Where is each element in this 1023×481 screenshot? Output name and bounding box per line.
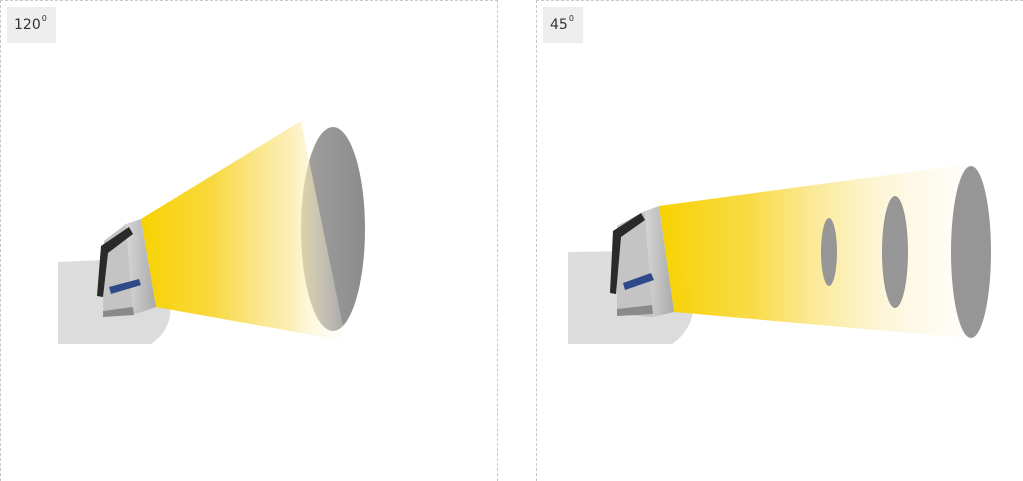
beam-angle-value: 120 bbox=[14, 17, 41, 33]
fixture-bracket bbox=[610, 213, 645, 294]
fixture-body bbox=[617, 211, 653, 317]
fixture-logo bbox=[623, 273, 654, 290]
degree-symbol: 0 bbox=[41, 14, 47, 23]
fixture-base bbox=[103, 307, 134, 317]
beam-angle-value: 45 bbox=[550, 17, 568, 33]
fixture-logo bbox=[109, 279, 141, 294]
target-surface-mid bbox=[882, 196, 908, 308]
panel-beam-45: 450 bbox=[536, 0, 1023, 481]
beam-illustration-45 bbox=[568, 164, 991, 344]
beam-angle-label: 450 bbox=[543, 7, 583, 43]
fixture-front bbox=[645, 206, 674, 317]
target-surface-near bbox=[821, 218, 837, 286]
light-beam bbox=[141, 121, 346, 341]
target-surface-far bbox=[951, 166, 991, 338]
beam-angle-label: 1200 bbox=[7, 7, 56, 43]
fixture-base bbox=[617, 305, 653, 316]
degree-symbol: 0 bbox=[568, 14, 574, 23]
light-beam bbox=[659, 164, 977, 339]
fixture-front bbox=[126, 219, 156, 315]
panel-beam-120: 1200 bbox=[0, 0, 498, 481]
fixture-bracket bbox=[97, 227, 133, 297]
beam-illustration-120 bbox=[58, 121, 365, 344]
